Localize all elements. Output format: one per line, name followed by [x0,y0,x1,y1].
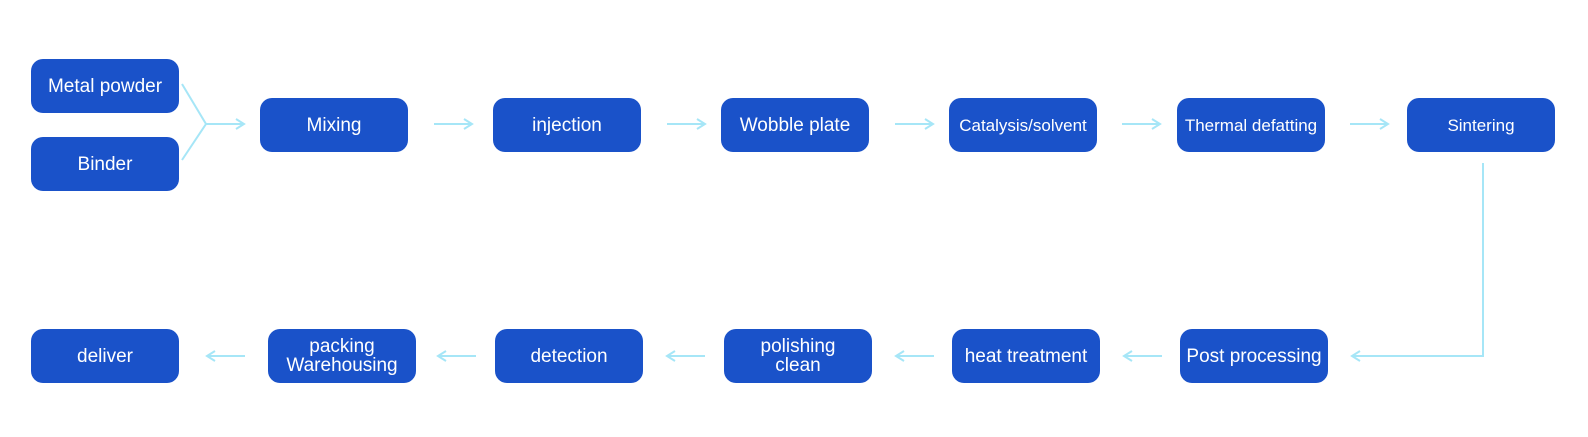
node-wobble-plate: Wobble plate [721,98,869,152]
node-sintering: Sintering [1407,98,1555,152]
node-deliver: deliver [31,329,179,383]
arrow-sintering-post [1352,163,1484,357]
node-binder: Binder [31,137,179,191]
node-thermal-defatting: Thermal defatting [1177,98,1325,152]
node-heat-treatment: heat treatment [952,329,1100,383]
node-catalysis-solvent: Catalysis/solvent [949,98,1097,152]
node-detection: detection [495,329,643,383]
node-packing-line-1: packing [309,336,375,357]
node-packing-line-2: Warehousing [286,355,398,376]
merge-connector [181,83,208,161]
node-mixing: Mixing [260,98,408,152]
node-polishing-clean: polishing clean [724,329,872,383]
node-packing-warehousing: packing Warehousing [268,329,416,383]
node-injection: injection [493,98,641,152]
node-post-processing: Post processing [1180,329,1328,383]
node-metal-powder: Metal powder [31,59,179,113]
node-polishing-line-1: polishing [760,336,836,357]
node-polishing-line-2: clean [775,355,821,376]
arrowhead-to-mixing [235,118,246,130]
